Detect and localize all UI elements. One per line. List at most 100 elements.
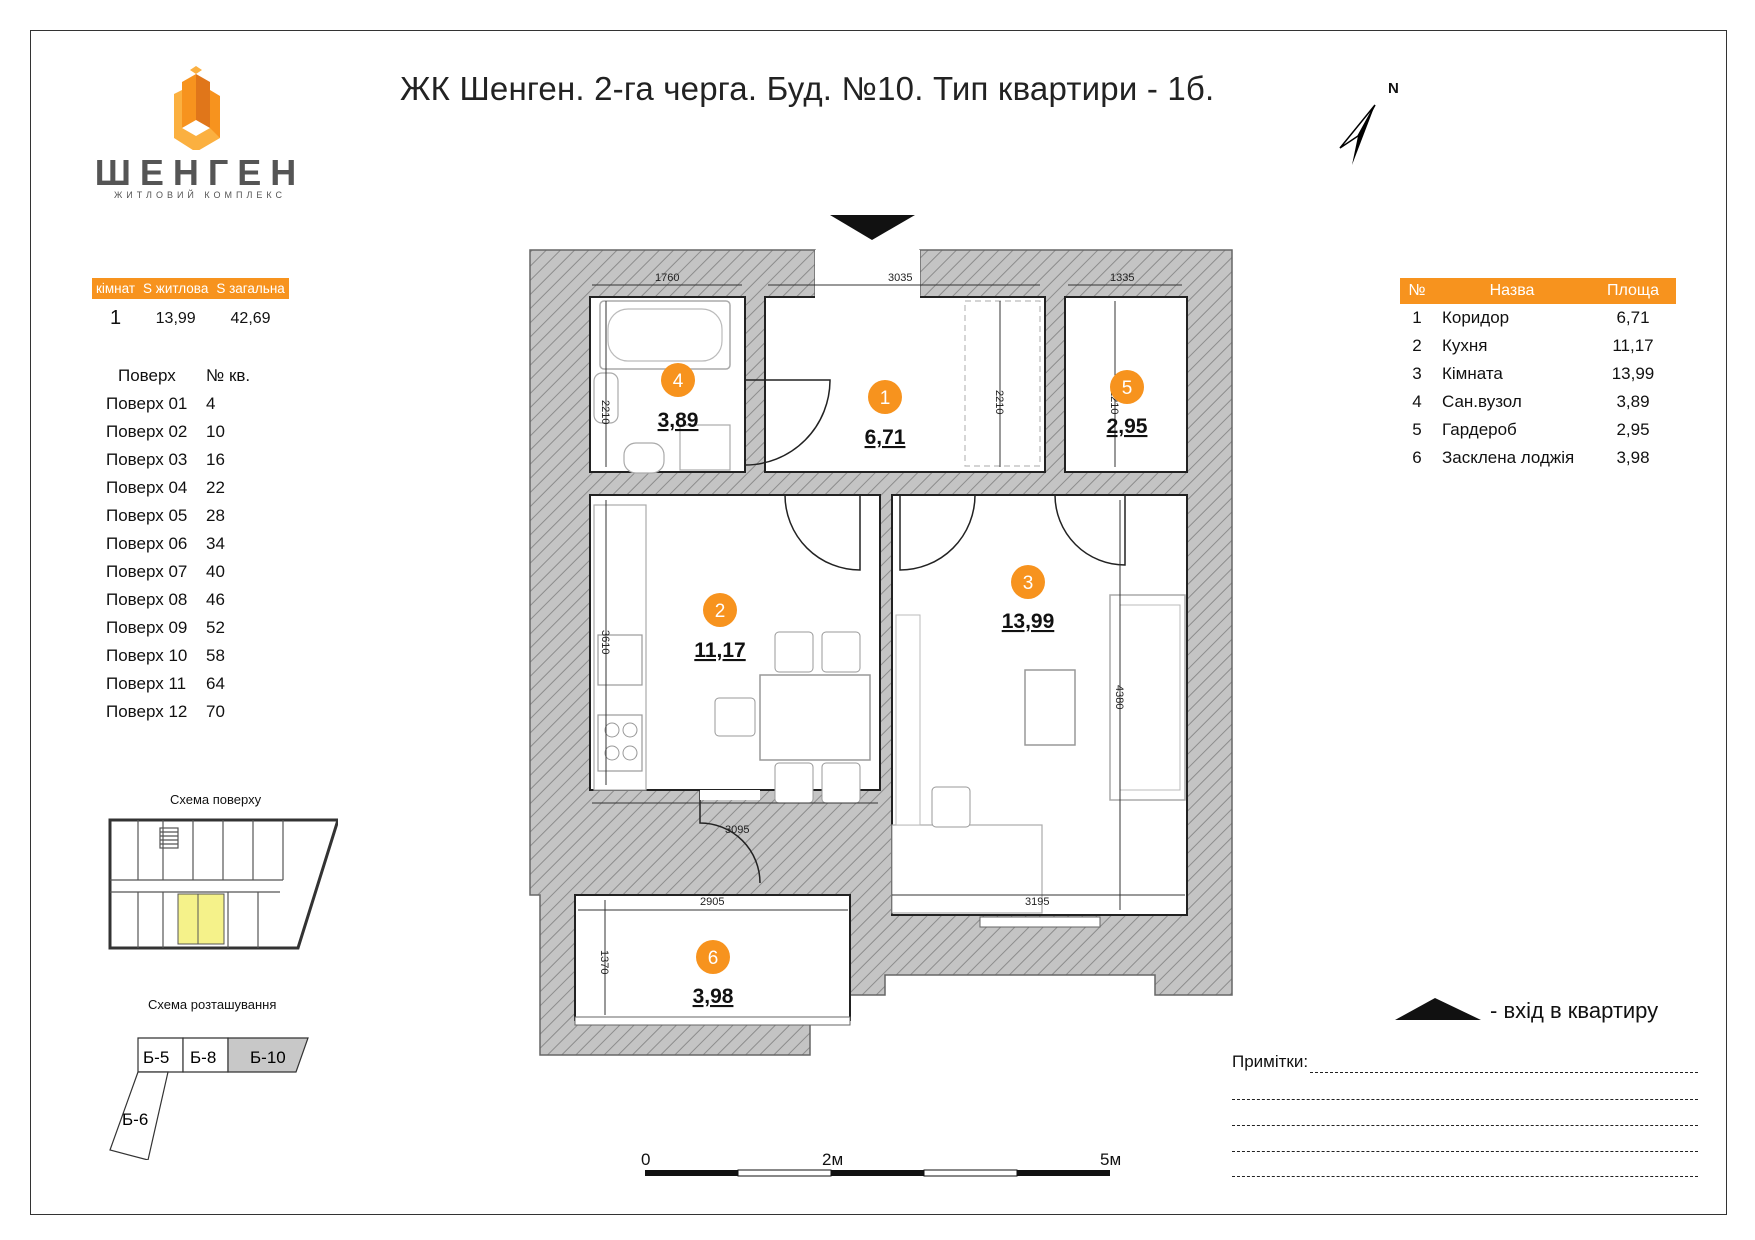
room-name-cell: Сан.вузол bbox=[1442, 392, 1522, 411]
room-name-cell: Коридор bbox=[1442, 308, 1510, 327]
apt-number: 64 bbox=[206, 674, 225, 693]
room-number-cell: 6 bbox=[1412, 448, 1422, 467]
north-arrow-icon bbox=[1339, 104, 1376, 165]
dimension-label: 4380 bbox=[1113, 685, 1125, 709]
room-number: 1 bbox=[880, 388, 891, 409]
floor-name: Поверх 05 bbox=[106, 506, 188, 525]
dimension-label: 2905 bbox=[700, 896, 724, 908]
room-area: 3,89 bbox=[658, 409, 699, 432]
room-name-cell: Засклена лоджія bbox=[1442, 448, 1575, 467]
apt-number: 4 bbox=[206, 394, 216, 413]
room-number: 3 bbox=[1023, 573, 1034, 594]
building-label: Б-8 bbox=[190, 1048, 216, 1067]
logo: ШЕНГЕН ЖИТЛОВИЙ КОМПЛЕКС bbox=[80, 60, 340, 210]
floor-row: Поверх 01 4 bbox=[106, 390, 266, 418]
room-number-cell: 2 bbox=[1412, 336, 1422, 355]
entry-arrow-legend-icon bbox=[1395, 998, 1481, 1020]
floor-row: Поверх 05 28 bbox=[106, 502, 266, 530]
building-label: Б-5 bbox=[143, 1048, 169, 1067]
logo-subtitle: ЖИТЛОВИЙ КОМПЛЕКС bbox=[113, 190, 287, 200]
room-area-cell: 6,71 bbox=[1616, 308, 1650, 327]
scale-tick-0: 0 bbox=[641, 1150, 651, 1169]
room-name-cell: Гардероб bbox=[1442, 420, 1517, 439]
rooms-header-number: № bbox=[1400, 278, 1434, 304]
floor-name: Поверх 03 bbox=[106, 450, 188, 469]
floors-header-apt: № кв. bbox=[206, 366, 251, 385]
notes-line bbox=[1232, 1151, 1698, 1152]
floor-name: Поверх 07 bbox=[106, 562, 188, 581]
dimension-label: 1335 bbox=[1110, 272, 1134, 284]
floor-name: Поверх 11 bbox=[106, 674, 187, 693]
room-name-cell: Кімната bbox=[1442, 364, 1503, 383]
page-title: ЖК Шенген. 2-га черга. Буд. №10. Тип ква… bbox=[400, 70, 1215, 107]
apt-number: 22 bbox=[206, 478, 225, 497]
room-number: 5 bbox=[1122, 378, 1133, 399]
apt-number: 52 bbox=[206, 618, 225, 637]
dimension-label: 2210 bbox=[599, 400, 611, 424]
location-schema: Б-5 Б-8 Б-10 Б-6 bbox=[109, 1037, 309, 1160]
apt-number: 10 bbox=[206, 422, 225, 441]
apt-number: 40 bbox=[206, 562, 225, 581]
building-label: Б-6 bbox=[122, 1110, 148, 1129]
floor-schema bbox=[108, 818, 338, 950]
room-marker-2: 2 11,17 bbox=[694, 593, 746, 662]
scale-tick-2m: 2м bbox=[822, 1150, 844, 1169]
dimension-label: 1760 bbox=[655, 272, 679, 284]
dimension-label: 3035 bbox=[888, 272, 912, 284]
floor-name: Поверх 01 bbox=[106, 394, 188, 413]
room-number-cell: 4 bbox=[1412, 392, 1422, 411]
entry-legend-label: - вхід в квартиру bbox=[1490, 998, 1659, 1023]
summary-living-area: 13,99 bbox=[155, 309, 196, 327]
floor-row: Поверх 07 40 bbox=[106, 558, 266, 586]
floors-header: Поверх № кв. bbox=[106, 362, 266, 390]
room-marker-1: 1 6,71 bbox=[865, 380, 906, 449]
page-frame bbox=[30, 30, 1727, 1215]
apt-number: 46 bbox=[206, 590, 225, 609]
entry-legend bbox=[1395, 998, 1481, 1020]
room-number-cell: 5 bbox=[1412, 420, 1422, 439]
entry-arrow-icon bbox=[830, 215, 915, 240]
room-area: 11,17 bbox=[694, 639, 745, 662]
floor-schema-label: Схема поверху bbox=[170, 792, 262, 807]
dimension-label: 2210 bbox=[993, 390, 1005, 414]
room-marker-3: 3 13,99 bbox=[1002, 565, 1055, 633]
notes-line bbox=[1232, 1125, 1698, 1126]
logo-word: ШЕНГЕН bbox=[94, 152, 306, 193]
floor-row: Поверх 11 64 bbox=[106, 670, 266, 698]
notes-line bbox=[1232, 1099, 1698, 1100]
room-area: 6,71 bbox=[865, 426, 906, 449]
room-number: 2 bbox=[715, 601, 726, 622]
room-area: 13,99 bbox=[1002, 610, 1055, 633]
summary-header: S житлова bbox=[139, 278, 213, 299]
building-label-current: Б-10 bbox=[250, 1048, 286, 1067]
room-number: 4 bbox=[673, 371, 684, 392]
scale-tick-5m: 5м bbox=[1100, 1150, 1122, 1169]
room-marker-6: 6 3,98 bbox=[693, 940, 734, 1008]
rooms-header-name: Назва bbox=[1434, 278, 1590, 304]
apt-number: 28 bbox=[206, 506, 225, 525]
summary-header: S загальна bbox=[212, 278, 289, 299]
floor-name: Поверх 12 bbox=[106, 702, 188, 721]
logo-mark-icon bbox=[174, 66, 220, 152]
summary-rooms: 1 bbox=[109, 307, 122, 329]
notes-line bbox=[1232, 1176, 1698, 1177]
floor-name: Поверх 04 bbox=[106, 478, 188, 497]
room-name-cell: Кухня bbox=[1442, 336, 1488, 355]
dimension-label: 3610 bbox=[599, 630, 611, 654]
summary-header: кімнат bbox=[92, 278, 140, 299]
summary-table: кімнат S житлова S загальна 1 13,99 42,6… bbox=[92, 278, 289, 338]
room-area: 3,98 bbox=[693, 985, 734, 1008]
summary-total-area: 42,69 bbox=[230, 309, 271, 327]
room-marker-5: 5 2,95 bbox=[1107, 370, 1148, 438]
